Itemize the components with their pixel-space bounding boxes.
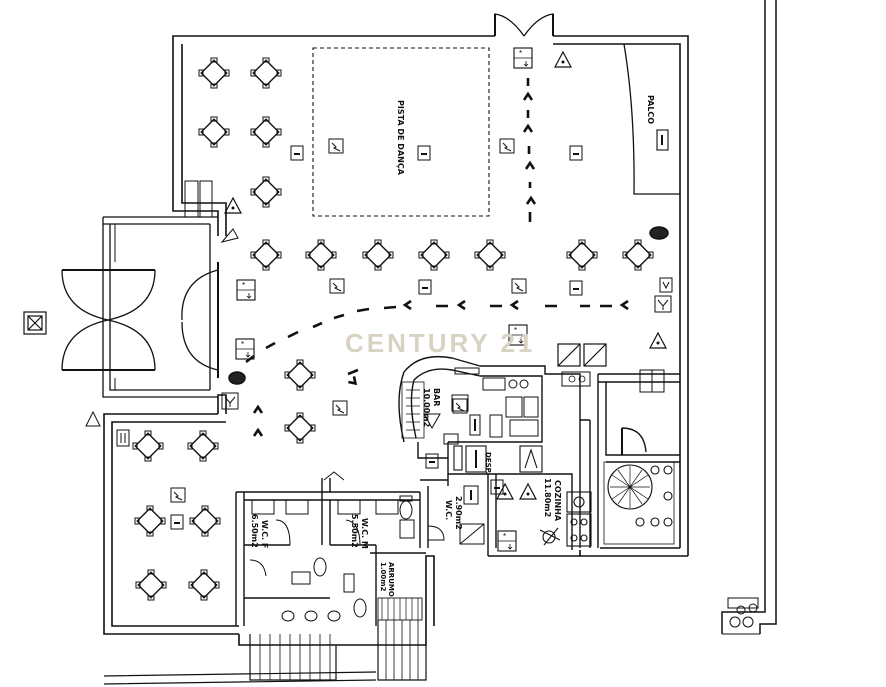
wc-area-label: 2.90m2: [454, 496, 463, 530]
emergency-light-icon: [170, 487, 186, 503]
table: [250, 239, 282, 271]
socket-icon: [425, 453, 439, 469]
electrical-panel-icon: [235, 338, 255, 360]
emergency-light-icon: [329, 278, 345, 294]
emergency-light-icon: [328, 138, 344, 154]
socket-icon: [569, 145, 583, 161]
route-arrow-icon: [522, 92, 534, 102]
socket-icon: [290, 145, 304, 161]
wc-name-label: W.C.: [444, 500, 453, 520]
storage-side-label: DESP.: [484, 452, 492, 474]
table: [284, 412, 316, 444]
socket-icon: [417, 145, 431, 161]
dance-floor-outline: [312, 47, 490, 217]
route-arrow-icon: [403, 299, 413, 311]
storage-area-label: 1.00m2: [379, 562, 387, 592]
table: [474, 239, 506, 271]
table: [132, 430, 164, 462]
table: [418, 239, 450, 271]
exterior-utility-box: [23, 311, 47, 335]
wcf-area-label: 6.50m2: [250, 514, 259, 548]
kitchen-name-label: COZINHA: [553, 480, 562, 522]
table: [188, 569, 220, 601]
property-boundary: [721, 0, 777, 635]
signage: [85, 47, 673, 552]
evacuation-route: [245, 78, 630, 438]
gas-meters: [727, 597, 759, 628]
table: [566, 239, 598, 271]
wcf-name-label: W.C. F: [260, 520, 269, 548]
electrical-panel-icon: [513, 47, 533, 69]
equipment-marker: [649, 226, 669, 240]
storage-and-stairs: [103, 597, 427, 685]
emergency-light-icon: [332, 400, 348, 416]
route-arrow-icon: [347, 375, 360, 388]
route-arrow-icon: [252, 428, 264, 438]
table: [284, 359, 316, 391]
warning-sign-icon: [496, 483, 514, 500]
socket-icon: [418, 279, 432, 295]
table: [622, 239, 654, 271]
route-arrow-icon: [620, 299, 630, 311]
table: [250, 176, 282, 208]
route-arrow-icon: [525, 196, 537, 206]
electrical-panel-icon: [497, 530, 517, 552]
dance-floor-label: PISTA DE DANÇA: [396, 100, 405, 176]
stage-label: PALCO: [646, 95, 655, 124]
wcm-name-label: W.C. M: [360, 518, 369, 549]
storage-name-label: ARRUMO: [387, 562, 395, 597]
table: [198, 116, 230, 148]
table: [250, 57, 282, 89]
bar-name-label: BAR: [432, 388, 441, 406]
planter: [603, 461, 675, 545]
warning-sign-icon: [554, 51, 572, 68]
table: [198, 57, 230, 89]
watermark-text: CENTURY 21: [345, 328, 535, 358]
exterior-walls: [103, 35, 689, 646]
table: [134, 505, 166, 537]
socket-icon: [569, 280, 583, 296]
route-arrow-icon: [252, 405, 264, 415]
kitchen-equipment: [453, 445, 592, 547]
equipment-marker: [228, 371, 246, 385]
route-arrow-icon: [457, 299, 467, 311]
entrance-vestibule: [61, 216, 219, 398]
table: [189, 505, 221, 537]
table: [305, 239, 337, 271]
route-arrow-icon: [522, 124, 534, 134]
electrical-panel-icon: [236, 279, 256, 301]
socket-icon: [170, 514, 184, 530]
table: [135, 569, 167, 601]
emergency-light-icon: [511, 278, 527, 294]
warning-sign-icon: [519, 483, 537, 500]
wcm-area-label: 5.50m2: [350, 514, 359, 548]
bar-area-label: 10.00m2: [422, 388, 431, 427]
toilets-block: [235, 471, 485, 626]
emergency-light-icon: [499, 138, 515, 154]
table: [250, 116, 282, 148]
kitchen-area-label: 11.80m2: [543, 478, 552, 517]
route-arrow-icon: [510, 299, 520, 311]
top-entrance-doors: [494, 13, 554, 37]
stage: [623, 43, 680, 195]
route-arrow-icon: [524, 161, 536, 171]
table: [187, 430, 219, 462]
warning-sign-icon: [224, 197, 242, 214]
warning-sign-icon: [649, 332, 667, 349]
refrigeration-units: [557, 343, 665, 393]
table: [362, 239, 394, 271]
